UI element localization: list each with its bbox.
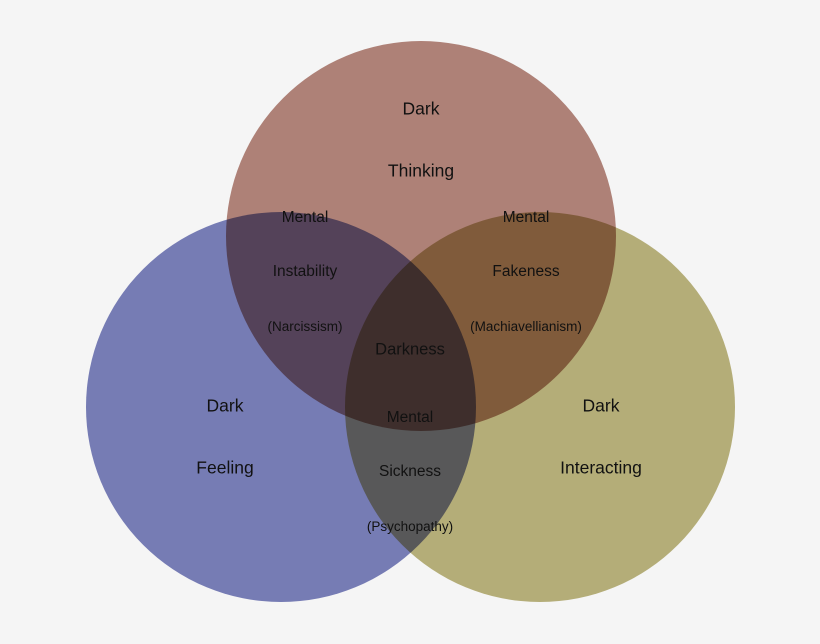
- venn-circle-dark-interacting: [345, 212, 735, 602]
